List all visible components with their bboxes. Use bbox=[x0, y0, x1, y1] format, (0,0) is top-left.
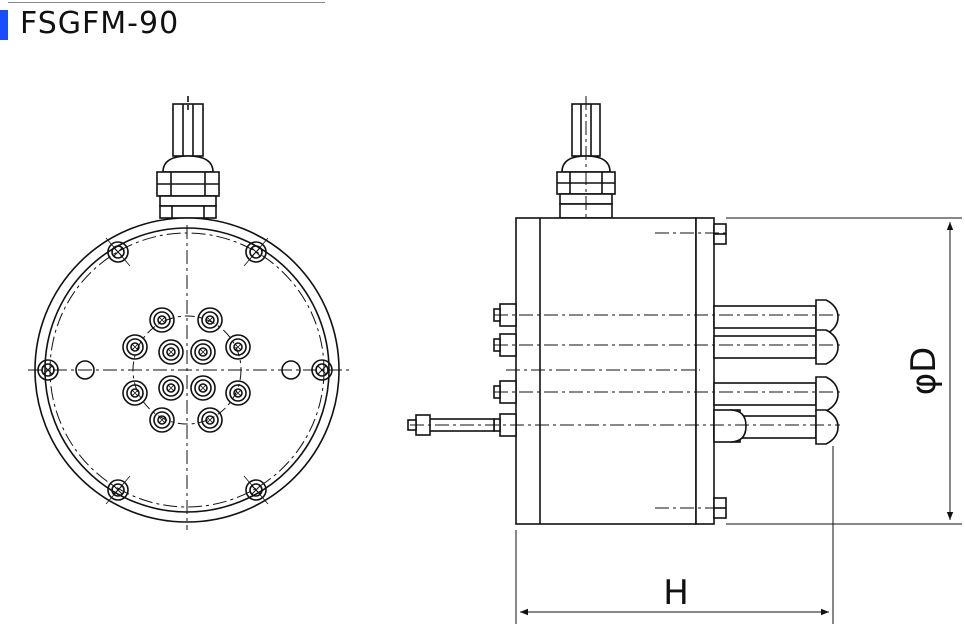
front-cable bbox=[172, 96, 204, 157]
front-cable-gland bbox=[156, 155, 220, 219]
side-center-lines bbox=[410, 232, 840, 509]
side-body bbox=[515, 217, 697, 525]
front-pilot-hole-right bbox=[281, 360, 301, 380]
title-underline bbox=[8, 2, 325, 3]
title-bar: FSGFM-90 bbox=[0, 0, 325, 42]
dimension-lines bbox=[515, 217, 962, 624]
front-connector-pins bbox=[122, 307, 251, 433]
height-dimension-label: H bbox=[663, 573, 689, 613]
side-right-pins bbox=[713, 299, 839, 445]
diameter-dimension-label: φD bbox=[904, 347, 944, 396]
model-title: FSGFM-90 bbox=[20, 6, 180, 41]
side-view bbox=[407, 96, 962, 624]
front-mounting-bolts bbox=[37, 237, 333, 505]
title-accent-bar bbox=[0, 10, 8, 40]
side-flange bbox=[695, 217, 715, 525]
front-view bbox=[28, 96, 350, 530]
front-pilot-hole-left bbox=[75, 360, 95, 380]
